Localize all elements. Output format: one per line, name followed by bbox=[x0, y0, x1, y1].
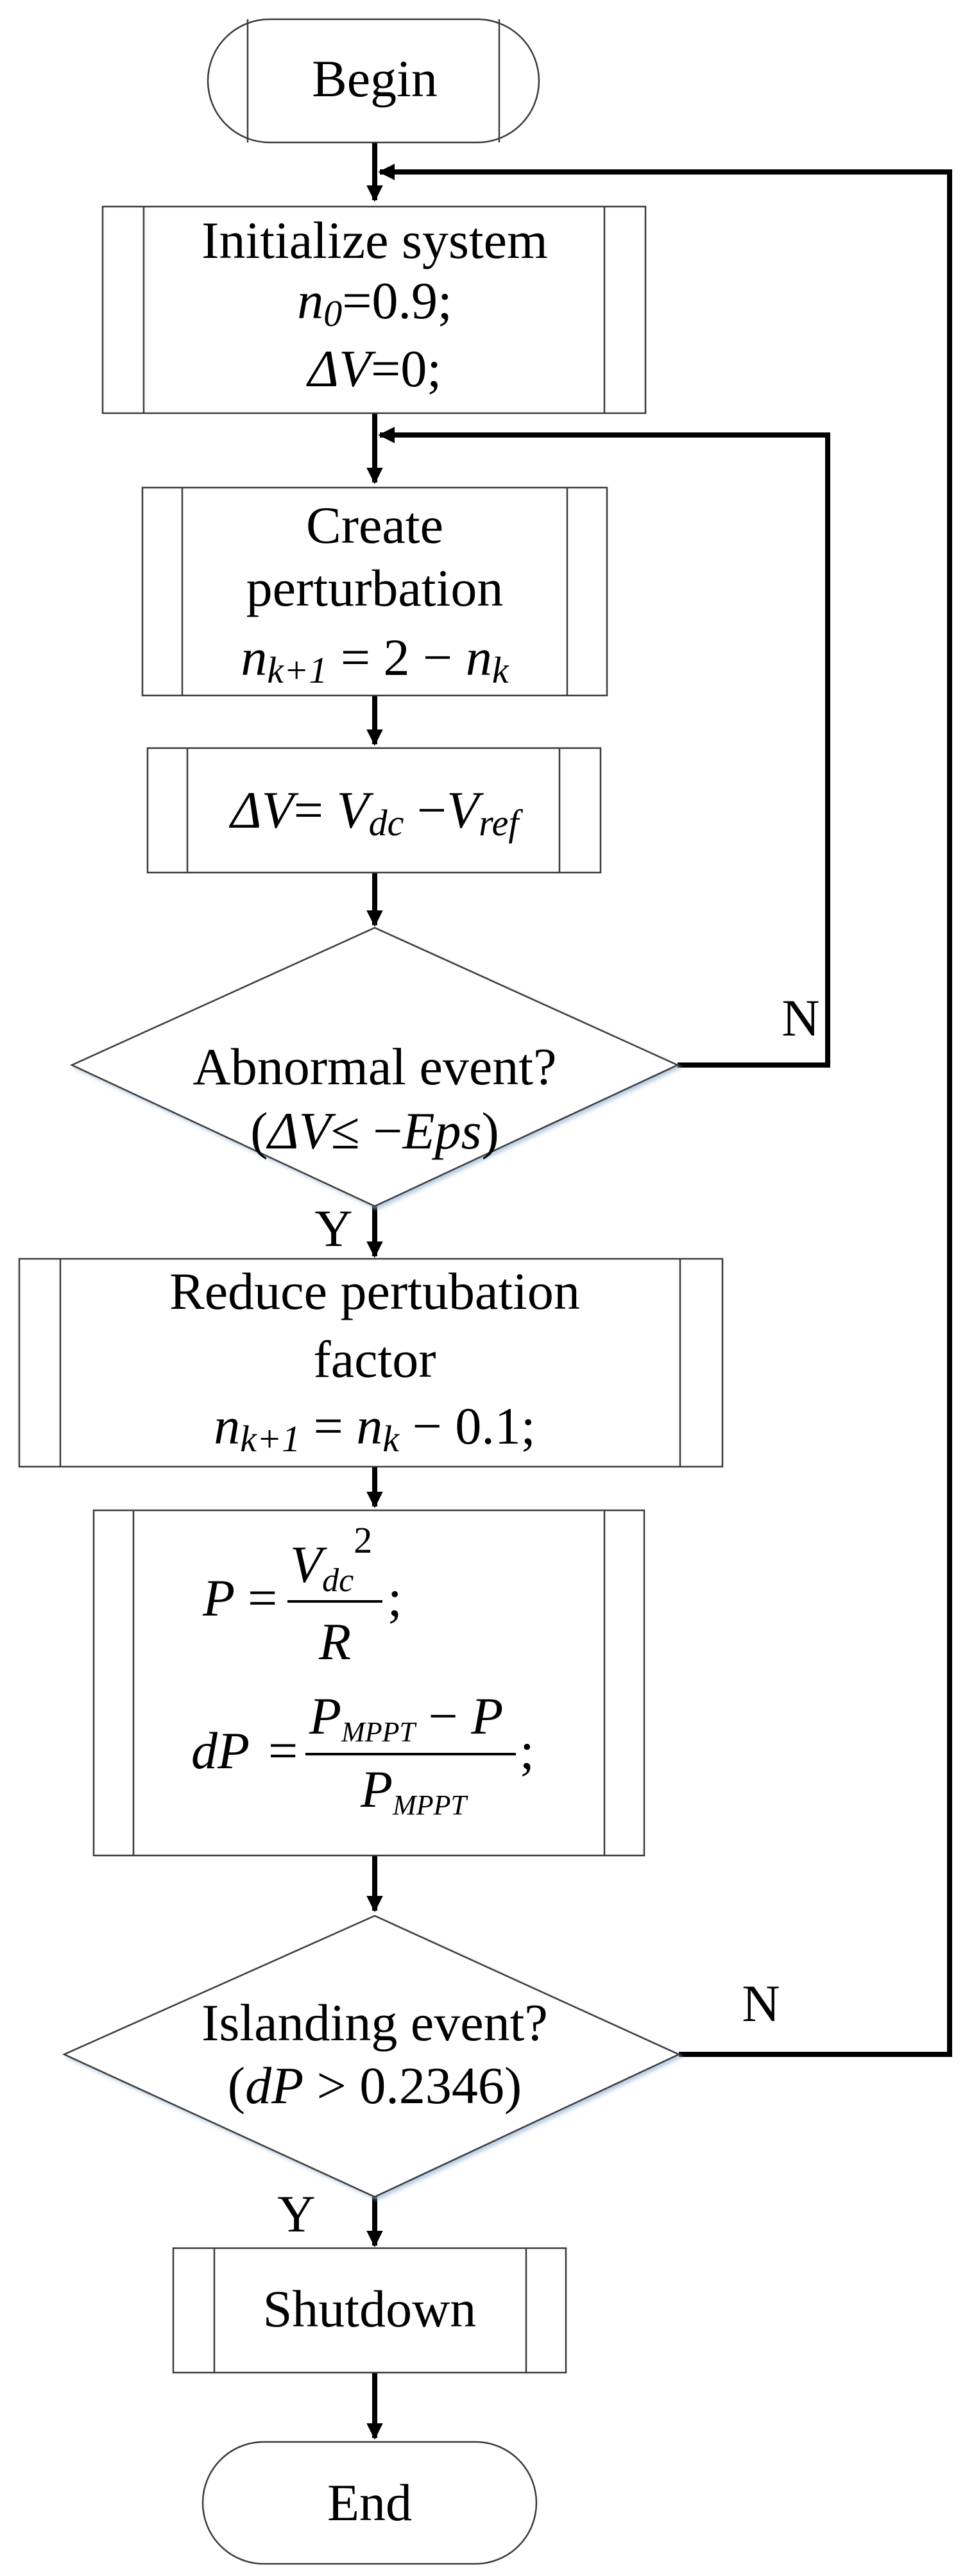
perturb-rhs-var: n bbox=[466, 628, 492, 687]
node-shutdown: Shutdown bbox=[172, 2247, 567, 2374]
begin-label: Begin bbox=[312, 49, 438, 108]
abnormal-line1: Abnormal event? bbox=[193, 1037, 557, 1096]
islanding-no-label: N bbox=[742, 1974, 780, 2033]
abnormal-close: ) bbox=[481, 1102, 499, 1160]
init-n0-sub: 0 bbox=[323, 293, 342, 334]
process-box bbox=[101, 205, 647, 414]
reduce-tail: − 0.1; bbox=[399, 1397, 536, 1455]
node-islanding-decision: Islanding event? (dP > 0.2346) N Y bbox=[62, 1915, 780, 2243]
node-delta-v: ΔV= Vdc −Vref bbox=[146, 747, 602, 874]
node-initialize: Initialize system n0=0.9; ΔV=0; bbox=[101, 205, 647, 414]
connectors bbox=[366, 137, 952, 2440]
init-title: Initialize system bbox=[201, 211, 548, 269]
reduce-line2: factor bbox=[313, 1330, 436, 1388]
process-box bbox=[92, 1509, 645, 1857]
delta-v2: V bbox=[447, 781, 484, 839]
perturb-rhs-sub: k bbox=[492, 649, 509, 691]
init-dv-rest: =0; bbox=[371, 339, 441, 398]
reduce-rhs-sub: k bbox=[382, 1418, 400, 1460]
power-den2-sub: MPPT bbox=[392, 1789, 468, 1821]
end-label: End bbox=[327, 2473, 412, 2532]
power-dp: dP bbox=[191, 1721, 250, 1780]
power-numerator2: PMPPT − P bbox=[309, 1687, 503, 1748]
delta-formula: ΔV= Vdc −Vref bbox=[229, 781, 524, 844]
edge-islanding-no-loop bbox=[378, 164, 952, 2057]
power-semi2: ; bbox=[520, 1721, 534, 1780]
abnormal-op: ≤ − bbox=[331, 1102, 403, 1160]
power-num2-a-sub: MPPT bbox=[341, 1716, 417, 1748]
delta-v1-sub: dc bbox=[369, 802, 404, 844]
node-power-calc: P = Vdc2 R ; dP = PMPPT − P PMPPT ; bbox=[92, 1509, 645, 1857]
init-n0-formula: n0=0.9; bbox=[297, 271, 452, 334]
delta-v2-sub: ref bbox=[479, 802, 523, 844]
abnormal-condition: (ΔV≤ −Eps) bbox=[250, 1102, 499, 1160]
islanding-cond: > 0.2346) bbox=[303, 2056, 522, 2115]
perturb-line2: perturbation bbox=[246, 559, 504, 617]
abnormal-yes-label: Y bbox=[314, 1199, 352, 1258]
reduce-lhs-sub: k+1 bbox=[240, 1418, 300, 1460]
init-n0-var: n bbox=[297, 271, 323, 330]
power-denominator2: PMPPT bbox=[360, 1760, 469, 1821]
power-numerator: Vdc2 bbox=[290, 1519, 372, 1599]
reduce-line1: Reduce pertubation bbox=[169, 1262, 580, 1320]
power-eq: = bbox=[248, 1569, 277, 1627]
terminal-shape bbox=[201, 2441, 538, 2565]
islanding-open: ( bbox=[228, 2056, 245, 2115]
node-create-perturbation: Create perturbation nk+1 = 2 − nk bbox=[141, 486, 608, 697]
power-num-sup: 2 bbox=[354, 1519, 372, 1561]
delta-eq: = bbox=[294, 781, 337, 839]
node-abnormal-decision: Abnormal event? (ΔV≤ −Eps) N Y bbox=[70, 926, 820, 1258]
perturb-mid: = 2 − bbox=[327, 628, 466, 687]
process-box bbox=[172, 2247, 567, 2374]
islanding-dp: dP bbox=[245, 2056, 303, 2115]
init-dv-formula: ΔV=0; bbox=[306, 339, 441, 398]
process-box bbox=[18, 1258, 724, 1468]
node-reduce-factor: Reduce pertubation factor nk+1 = nk − 0.… bbox=[18, 1258, 724, 1468]
power-p: P bbox=[202, 1569, 235, 1627]
delta-minus: − bbox=[404, 781, 447, 839]
perturb-line1: Create bbox=[306, 496, 443, 554]
init-n0-rest: =0.9; bbox=[342, 271, 452, 330]
delta-dv-var: ΔV bbox=[229, 781, 299, 839]
power-num2-op: − bbox=[415, 1687, 471, 1745]
power-semi: ; bbox=[388, 1569, 402, 1627]
abnormal-eps: Eps bbox=[402, 1102, 481, 1160]
power-num-sub: dc bbox=[322, 1562, 354, 1599]
terminal-shape bbox=[207, 18, 540, 144]
process-box bbox=[141, 486, 608, 697]
decision-diamond bbox=[62, 1915, 681, 2198]
decision-diamond bbox=[70, 926, 679, 1207]
perturb-formula: nk+1 = 2 − nk bbox=[241, 628, 509, 691]
reduce-mid: = bbox=[300, 1397, 356, 1455]
edge-abnormal-no-loop bbox=[378, 427, 830, 1068]
islanding-condition: (dP > 0.2346) bbox=[228, 2056, 522, 2115]
power-den2: P bbox=[360, 1760, 393, 1818]
process-box bbox=[146, 747, 602, 874]
power-num-v: V bbox=[290, 1535, 327, 1594]
reduce-lhs-var: n bbox=[214, 1397, 240, 1455]
perturb-lhs-var: n bbox=[241, 628, 267, 687]
reduce-rhs-var: n bbox=[356, 1397, 382, 1455]
reduce-formula: nk+1 = nk − 0.1; bbox=[214, 1397, 535, 1460]
shutdown-label: Shutdown bbox=[263, 2280, 477, 2338]
power-den: R bbox=[318, 1612, 351, 1671]
islanding-line1: Islanding event? bbox=[201, 1993, 548, 2052]
node-begin: Begin bbox=[207, 18, 540, 144]
node-end: End bbox=[201, 2441, 538, 2565]
power-num2-a: P bbox=[309, 1687, 341, 1745]
abnormal-open: ( bbox=[250, 1102, 268, 1160]
power-num2-b: P bbox=[470, 1687, 503, 1745]
delta-v1: V bbox=[337, 781, 374, 839]
islanding-yes-label: Y bbox=[277, 2185, 315, 2243]
power-eq2: = bbox=[268, 1721, 298, 1780]
abnormal-no-label: N bbox=[781, 989, 819, 1047]
init-dv-var: ΔV bbox=[306, 339, 376, 398]
perturb-lhs-sub: k+1 bbox=[267, 649, 327, 691]
abnormal-dv-var: ΔV bbox=[266, 1102, 336, 1160]
